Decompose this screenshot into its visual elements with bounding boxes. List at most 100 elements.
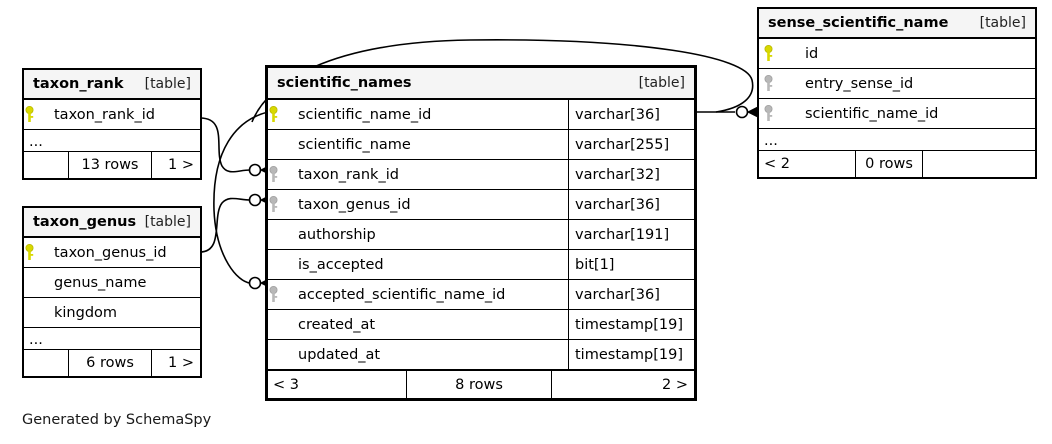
ellipsis-label: ... xyxy=(29,134,43,150)
more-columns-indicator: ... xyxy=(759,129,1035,151)
column-type: bit[1] xyxy=(575,256,615,273)
column-type-cell: bit[1] xyxy=(568,250,694,279)
column-name-cell: accepted_scientific_name_id xyxy=(290,280,568,309)
column-type-cell: varchar[36] xyxy=(568,280,694,309)
column-name-cell: kingdom xyxy=(46,298,200,327)
foreign-key-icon xyxy=(268,190,290,219)
column-name: is_accepted xyxy=(298,256,384,273)
column-name: taxon_genus_id xyxy=(54,244,167,261)
table-tag: [table] xyxy=(144,76,191,92)
no-key-spacer xyxy=(268,250,290,279)
column-name: accepted_scientific_name_id xyxy=(298,286,506,303)
footer-prev-button[interactable]: < 2 xyxy=(764,156,790,172)
column-name: taxon_genus_id xyxy=(298,196,411,213)
table-row[interactable]: updated_at timestamp[19] xyxy=(268,340,694,370)
column-name: scientific_name_id xyxy=(298,106,432,123)
column-name-cell: scientific_name_id xyxy=(789,99,1035,128)
relationship-sense-scientific-name-link xyxy=(697,104,763,120)
table-tag: [table] xyxy=(638,75,685,91)
footer-prev-button[interactable] xyxy=(24,350,68,376)
table-scientific-names[interactable]: scientific_names [table] scientific_name… xyxy=(265,65,697,401)
column-type-cell: varchar[36] xyxy=(568,100,694,129)
column-name: updated_at xyxy=(298,346,381,363)
column-type: varchar[255] xyxy=(575,136,670,153)
no-key-spacer xyxy=(268,340,290,369)
ellipsis-label: ... xyxy=(764,133,778,149)
no-key-spacer xyxy=(268,220,290,249)
table-row[interactable]: scientific_name varchar[255] xyxy=(268,130,694,160)
table-row[interactable]: kingdom xyxy=(24,298,200,328)
table-row[interactable]: accepted_scientific_name_id varchar[36] xyxy=(268,280,694,310)
relationship-taxon-genus xyxy=(199,192,276,253)
table-row[interactable]: taxon_genus_id varchar[36] xyxy=(268,190,694,220)
column-type: varchar[36] xyxy=(575,106,660,123)
table-name: sense_scientific_name xyxy=(768,15,949,31)
footer-row-count: 6 rows xyxy=(68,350,152,376)
column-type: varchar[32] xyxy=(575,166,660,183)
generated-by-label: Generated by SchemaSpy xyxy=(22,412,212,428)
ellipsis-label: ... xyxy=(29,332,43,348)
table-row[interactable]: entry_sense_id xyxy=(759,69,1035,99)
column-name-cell: taxon_rank_id xyxy=(46,100,200,129)
table-row[interactable]: taxon_genus_id xyxy=(24,238,200,268)
table-row[interactable]: id xyxy=(759,39,1035,69)
column-name: authorship xyxy=(298,226,376,243)
primary-key-icon xyxy=(24,100,46,129)
table-name: scientific_names xyxy=(277,75,412,91)
column-name: created_at xyxy=(298,316,376,333)
column-name: scientific_name_id xyxy=(805,105,939,122)
column-name: kingdom xyxy=(54,304,118,321)
column-type: varchar[36] xyxy=(575,286,660,303)
table-row[interactable]: genus_name xyxy=(24,268,200,298)
column-name-cell: id xyxy=(789,39,1035,68)
table-taxon-genus-title: taxon_genus [table] xyxy=(24,208,200,238)
column-name-cell: entry_sense_id xyxy=(789,69,1035,98)
column-type-cell: varchar[255] xyxy=(568,130,694,159)
column-name-cell: taxon_rank_id xyxy=(290,160,568,189)
footer-next-button[interactable]: 2 > xyxy=(662,376,688,393)
column-name: taxon_rank_id xyxy=(298,166,399,183)
primary-key-icon xyxy=(268,100,290,129)
footer-prev-button[interactable] xyxy=(24,152,68,178)
table-taxon-genus[interactable]: taxon_genus [table] taxon_genus_id genus… xyxy=(22,206,202,378)
more-columns-indicator: ... xyxy=(24,328,200,350)
no-key-spacer xyxy=(24,268,46,297)
column-type-cell: varchar[36] xyxy=(568,190,694,219)
column-type-cell: varchar[191] xyxy=(568,220,694,249)
table-row[interactable]: taxon_rank_id varchar[32] xyxy=(268,160,694,190)
table-row[interactable]: taxon_rank_id xyxy=(24,100,200,130)
column-type-cell: timestamp[19] xyxy=(568,310,694,339)
table-sense-scientific-name-title: sense_scientific_name [table] xyxy=(759,9,1035,39)
table-footer: < 2 0 rows xyxy=(759,151,1035,177)
footer-row-count: 0 rows xyxy=(855,151,923,177)
table-footer: 6 rows 1 > xyxy=(24,350,200,376)
column-type: timestamp[19] xyxy=(575,346,683,363)
table-row[interactable]: is_accepted bit[1] xyxy=(268,250,694,280)
column-type: timestamp[19] xyxy=(575,316,683,333)
column-name-cell: authorship xyxy=(290,220,568,249)
no-key-spacer xyxy=(268,130,290,159)
footer-prev-button[interactable]: < 3 xyxy=(273,376,299,393)
footer-next-button[interactable]: 1 > xyxy=(168,157,194,173)
column-name: scientific_name xyxy=(298,136,411,153)
column-name: id xyxy=(805,45,819,62)
column-name-cell: taxon_genus_id xyxy=(290,190,568,219)
column-name-cell: scientific_name_id xyxy=(290,100,568,129)
foreign-key-icon xyxy=(759,99,789,128)
table-row[interactable]: scientific_name_id xyxy=(759,99,1035,129)
footer-next-button[interactable]: 1 > xyxy=(168,355,194,371)
footer-next-button[interactable] xyxy=(923,151,1035,177)
column-name-cell: taxon_genus_id xyxy=(46,238,200,267)
table-row[interactable]: scientific_name_id varchar[36] xyxy=(268,100,694,130)
foreign-key-icon xyxy=(759,69,789,98)
table-row[interactable]: created_at timestamp[19] xyxy=(268,310,694,340)
column-name-cell: is_accepted xyxy=(290,250,568,279)
table-sense-scientific-name[interactable]: sense_scientific_name [table] id xyxy=(757,7,1037,179)
foreign-key-icon xyxy=(268,280,290,309)
table-taxon-rank[interactable]: taxon_rank [table] taxon_rank_id ... 13 … xyxy=(22,68,202,180)
column-name: entry_sense_id xyxy=(805,75,914,92)
more-columns-indicator: ... xyxy=(24,130,200,152)
column-name-cell: updated_at xyxy=(290,340,568,369)
table-row[interactable]: authorship varchar[191] xyxy=(268,220,694,250)
